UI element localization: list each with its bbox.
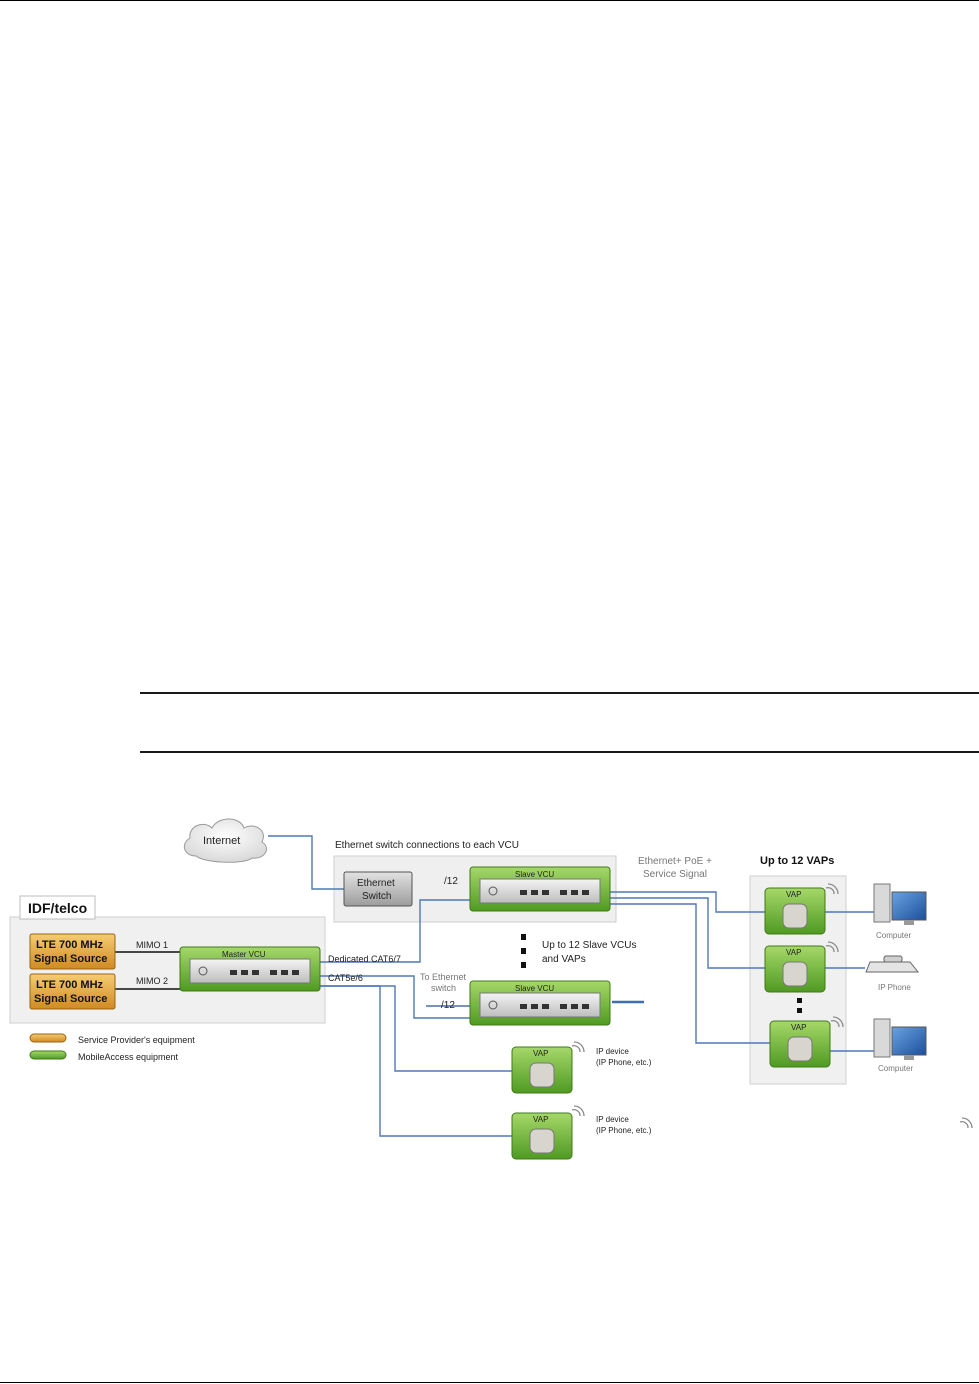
slave-vcu-top-label: Slave VCU [515, 870, 554, 879]
computer-icon-2 [873, 1018, 927, 1060]
legend-service-provider: Service Provider's equipment [78, 1035, 195, 1045]
vap-1-label: VAP [786, 890, 801, 899]
up-to-12-slave-line2: and VAPs [542, 954, 586, 965]
wireless-icons [571, 883, 973, 1129]
computer-2-label: Computer [878, 1064, 913, 1073]
wifi-icon-5 [571, 1105, 585, 1117]
connection-lines [268, 835, 874, 1137]
ethernet-switch-line1: Ethernet [357, 878, 395, 889]
wifi-icon-1 [825, 883, 839, 895]
up-to-12-slave-line1: Up to 12 Slave VCUs [542, 940, 637, 951]
internet-to-switch-line [268, 835, 344, 890]
footer-rule [0, 1382, 979, 1383]
legend-swatch-service-provider [29, 1033, 67, 1043]
slave-vcu-bottom-label: Slave VCU [515, 984, 554, 993]
note-top-rule [140, 692, 979, 694]
slash12-bottom-label: /12 [441, 1000, 455, 1011]
vap-group-ellipsis [797, 998, 802, 1013]
network-diagram: IDF/telco Internet LTE 700 MHz Signal So… [9, 818, 973, 1160]
ip-phone-label: IP Phone [878, 983, 911, 992]
internet-cloud: Internet [183, 818, 267, 863]
note-bottom-rule [140, 751, 979, 753]
computer-1-label: Computer [876, 931, 911, 940]
wifi-icon-3 [830, 1016, 844, 1028]
wifi-icon-2 [825, 941, 839, 953]
legend: Service Provider's equipment MobileAcces… [29, 1033, 195, 1062]
legend-mobileaccess: MobileAccess equipment [78, 1052, 179, 1062]
vap-b-label: VAP [533, 1115, 548, 1124]
ethernet-poe-line2: Service Signal [643, 869, 707, 880]
wifi-icon-4 [571, 1041, 585, 1053]
computer-icon-1 [873, 883, 927, 925]
ethernet-switch-line2: Switch [362, 891, 391, 902]
cat5e-label: CAT5e/6 [328, 973, 363, 983]
header-rule [0, 0, 979, 1]
dedicated-cat-label: Dedicated CAT6/7 [328, 954, 401, 964]
slave-ellipsis [521, 934, 526, 968]
vap-unit-2: VAP [764, 945, 826, 993]
master-vcu: Master VCU [179, 946, 321, 992]
ip-device-1-line2: (IP Phone, etc.) [596, 1058, 652, 1067]
ip-phone-icon [865, 955, 920, 973]
internet-label: Internet [203, 835, 240, 847]
ip-device-1-line1: IP device [596, 1047, 629, 1056]
signal-source-1-line2: Signal Source [34, 953, 107, 965]
wifi-icon-6 [959, 1117, 973, 1129]
master-to-slave-bottom-line [320, 975, 470, 1019]
idf-label: IDF/telco [28, 900, 87, 916]
signal-source-1-line1: LTE 700 MHz [36, 939, 104, 951]
mimo-1-label: MIMO 1 [136, 940, 168, 950]
vap-a-label: VAP [533, 1049, 548, 1058]
mimo-2-label: MIMO 2 [136, 976, 168, 986]
signal-source-1: LTE 700 MHz Signal Source [29, 933, 116, 970]
ethernet-switch: Ethernet Switch [343, 871, 413, 907]
slave-vcu-bottom: Slave VCU [469, 980, 611, 1026]
vap-unit-a: VAP [511, 1046, 573, 1094]
master-to-vap-b-line [320, 985, 512, 1137]
up-to-12-vaps-label: Up to 12 VAPs [760, 855, 834, 867]
ip-device-2-line1: IP device [596, 1115, 629, 1124]
slave-to-vap-1-line [610, 891, 765, 913]
to-ethernet-switch-line2: switch [431, 983, 456, 993]
master-vcu-label: Master VCU [222, 950, 266, 959]
vap-unit-3: VAP [769, 1020, 831, 1068]
signal-source-2-line1: LTE 700 MHz [36, 979, 104, 991]
idf-label-box [19, 895, 96, 920]
legend-swatch-mobileaccess [29, 1050, 67, 1060]
signal-source-2-line2: Signal Source [34, 993, 107, 1005]
master-to-slave-top-line [320, 899, 470, 963]
slave-vcu-top: Slave VCU [469, 866, 611, 912]
ip-device-2-line2: (IP Phone, etc.) [596, 1126, 652, 1135]
ethernet-switch-title: Ethernet switch connections to each VCU [335, 840, 519, 851]
vap-3-label: VAP [791, 1023, 806, 1032]
mimo-lines [115, 951, 180, 990]
ethernet-poe-line1: Ethernet+ PoE + [638, 856, 712, 867]
slave-to-vap-3-line [610, 903, 770, 1044]
signal-source-2: LTE 700 MHz Signal Source [29, 973, 116, 1010]
vap-2-label: VAP [786, 948, 801, 957]
to-ethernet-switch-line1: To Ethernet [420, 972, 467, 982]
slash12-top-label: /12 [444, 876, 458, 887]
vap-unit-b: VAP [511, 1112, 573, 1160]
vap-unit-1: VAP [764, 887, 826, 935]
slave-to-vap-2-line [610, 897, 765, 969]
